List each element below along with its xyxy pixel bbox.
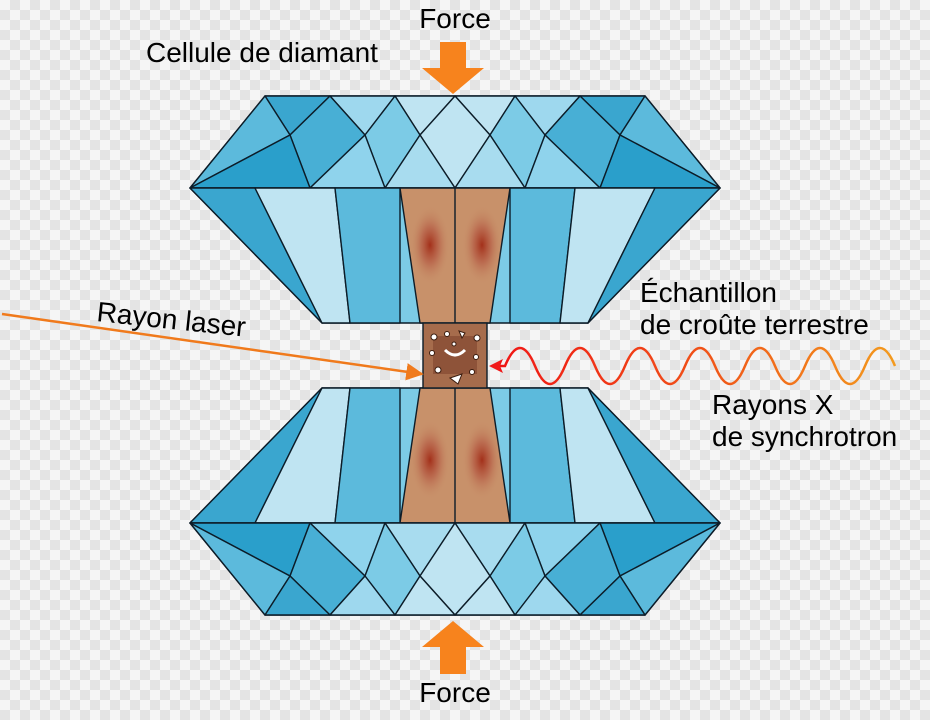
top-diamond [189,95,721,324]
laser-ray-arrow [1,312,424,381]
xray-wave [495,346,897,386]
laser-label: Rayon laser [95,296,247,342]
bottom-diamond [189,387,721,616]
sample-label-line2: de croûte terrestre [640,309,869,340]
force-arrow-bottom-icon [422,621,484,674]
xray-label-line1: Rayons X [712,389,834,420]
xray-label-line2: de synchrotron [712,421,897,452]
sample-label-line1: Échantillon [640,277,777,308]
force-top-label: Force [419,3,491,34]
force-arrow-top-icon [422,42,484,94]
cell-label: Cellule de diamant [146,37,378,68]
xray-arrowhead-icon [489,359,503,373]
force-bottom-label: Force [419,677,491,708]
sample-chamber [422,322,488,389]
